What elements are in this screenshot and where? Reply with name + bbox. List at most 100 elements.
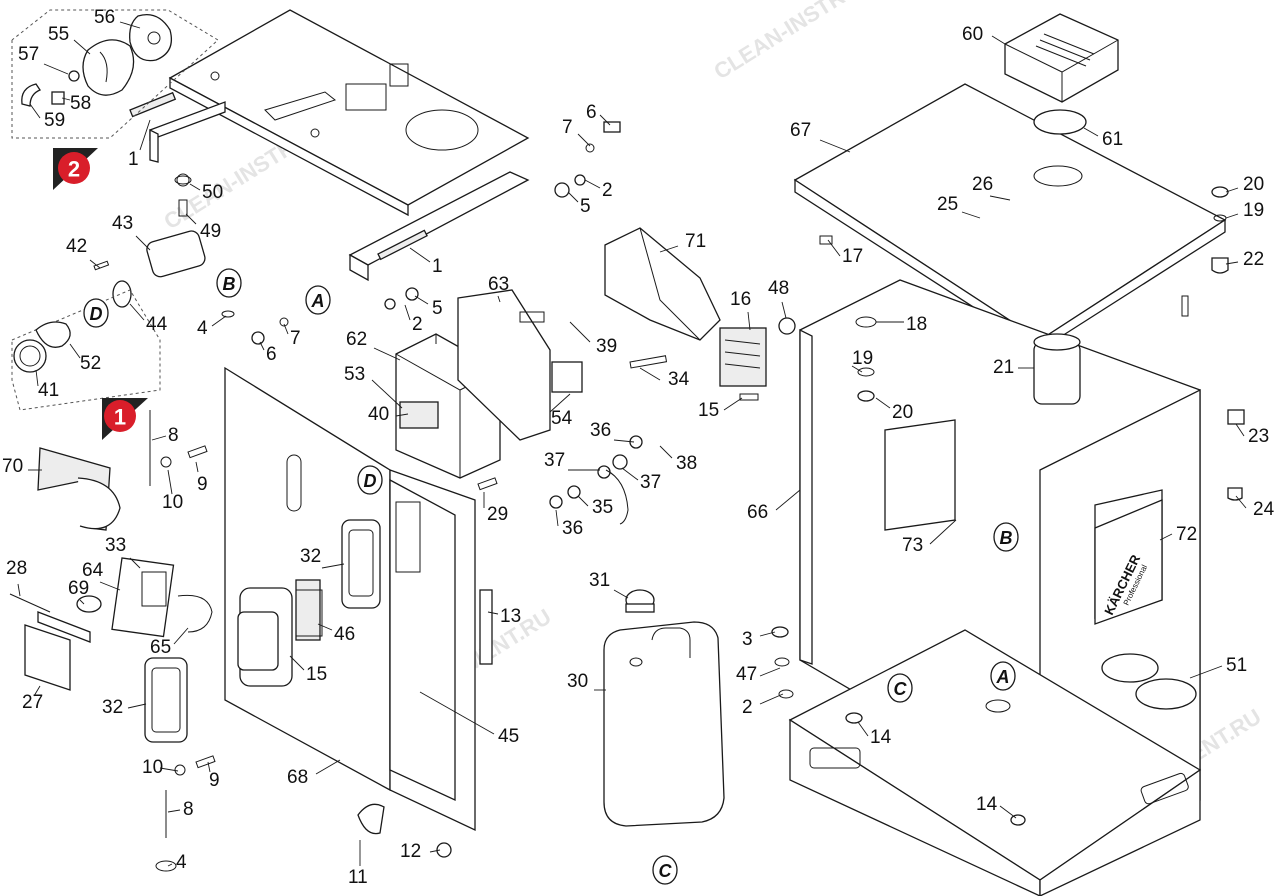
connector-b-left: B (216, 268, 242, 298)
part-number-54: 54 (551, 408, 573, 429)
leader-line-71 (659, 245, 679, 253)
leader-line-68 (315, 759, 341, 775)
part-number-4: 4 (176, 852, 187, 873)
leader-line-1 (139, 119, 151, 151)
connector-d-top: D (83, 298, 109, 328)
leader-line-44 (129, 303, 145, 321)
leader-line-5 (414, 295, 429, 305)
part-number-24: 24 (1253, 499, 1275, 520)
part-number-65: 65 (150, 637, 171, 658)
group-badge-2-label: 2 (68, 157, 80, 182)
leader-line-9 (195, 461, 199, 473)
part-number-52: 52 (80, 353, 101, 374)
leader-line-2 (584, 179, 601, 189)
part-number-51: 51 (1226, 655, 1247, 676)
right-cabinet: KÄRCHER Professional (771, 13, 1245, 896)
leader-line-57 (43, 63, 69, 75)
part-number-22: 22 (1243, 249, 1264, 270)
part-number-16: 16 (730, 289, 751, 310)
leader-line-42 (89, 259, 101, 269)
leader-line-38 (659, 445, 673, 459)
part-number-53: 53 (344, 364, 365, 385)
leader-line-5 (567, 191, 579, 203)
leader-line-19 (851, 365, 863, 373)
leader-line-28 (17, 583, 21, 597)
leader-line-64 (99, 581, 121, 591)
part-number-10: 10 (142, 757, 163, 778)
part-number-17: 17 (842, 246, 863, 267)
part-number-6: 6 (266, 344, 277, 365)
leader-line-31 (613, 589, 629, 599)
connector-d-panel: D (357, 465, 383, 495)
part-number-67: 67 (790, 120, 811, 141)
leader-line-6 (599, 114, 611, 126)
part-number-3: 3 (742, 629, 753, 650)
funnel (604, 227, 721, 341)
part-number-66: 66 (747, 502, 768, 523)
part-number-62: 62 (346, 329, 367, 350)
leader-line-17 (827, 239, 841, 257)
svg-text:D: D (90, 304, 103, 324)
leader-line-23 (1235, 423, 1245, 437)
svg-text:C: C (894, 679, 908, 699)
svg-text:C: C (659, 861, 673, 881)
part-number-2: 2 (412, 314, 423, 335)
part-number-68: 68 (287, 767, 308, 788)
leader-line-22 (1225, 261, 1239, 265)
part-number-37: 37 (544, 450, 565, 471)
part-number-46: 46 (334, 624, 355, 645)
connector-c-base: C (887, 673, 913, 703)
part-number-19: 19 (852, 348, 873, 369)
part-number-60: 60 (962, 24, 983, 45)
leader-line-72 (1159, 533, 1173, 541)
connector-c-canister: C (652, 855, 678, 885)
leader-line-16 (747, 311, 751, 331)
leader-line-32 (127, 703, 147, 709)
part-number-19: 19 (1243, 200, 1264, 221)
part-number-32: 32 (300, 546, 321, 567)
part-number-50: 50 (202, 182, 223, 203)
part-number-38: 38 (676, 453, 697, 474)
leader-line-48 (781, 301, 787, 319)
leader-line-4 (211, 315, 227, 327)
part-number-57: 57 (18, 44, 39, 65)
part-number-8: 8 (168, 425, 179, 446)
leader-line-15 (289, 655, 305, 671)
part-number-26: 26 (972, 174, 993, 195)
kaercher-label (1094, 499, 1163, 625)
connector-markers: B A D D C C A B (83, 268, 1019, 885)
part-number-18: 18 (906, 314, 927, 335)
leader-line-51 (1189, 665, 1223, 679)
part-number-42: 42 (66, 236, 87, 257)
part-number-44: 44 (146, 314, 168, 335)
leader-line-69 (79, 599, 85, 605)
part-number-2: 2 (742, 697, 753, 718)
part-number-59: 59 (44, 110, 65, 131)
part-number-47: 47 (736, 664, 757, 685)
part-number-48: 48 (768, 278, 789, 299)
part-number-36: 36 (590, 420, 611, 441)
part-number-41: 41 (38, 380, 59, 401)
part-number-35: 35 (592, 497, 613, 518)
part-number-23: 23 (1248, 426, 1269, 447)
part-number-7: 7 (290, 328, 301, 349)
part-number-63: 63 (488, 274, 509, 295)
center-small-parts (251, 121, 796, 858)
part-number-45: 45 (498, 726, 519, 747)
part-number-69: 69 (68, 578, 89, 599)
part-number-10: 10 (162, 492, 183, 513)
leader-line-19 (1225, 213, 1239, 219)
part-number-29: 29 (487, 504, 508, 525)
part-number-32: 32 (102, 697, 123, 718)
part-number-5: 5 (432, 298, 443, 319)
front-panel (224, 366, 493, 832)
part-number-55: 55 (48, 24, 69, 45)
part-number-15: 15 (306, 664, 327, 685)
leader-line-61 (1083, 127, 1099, 137)
part-number-28: 28 (6, 558, 27, 579)
leader-line-59 (29, 103, 41, 119)
part-number-40: 40 (368, 404, 389, 425)
part-number-61: 61 (1102, 129, 1123, 150)
leader-line-20 (875, 397, 891, 409)
leader-line-14 (857, 721, 869, 737)
